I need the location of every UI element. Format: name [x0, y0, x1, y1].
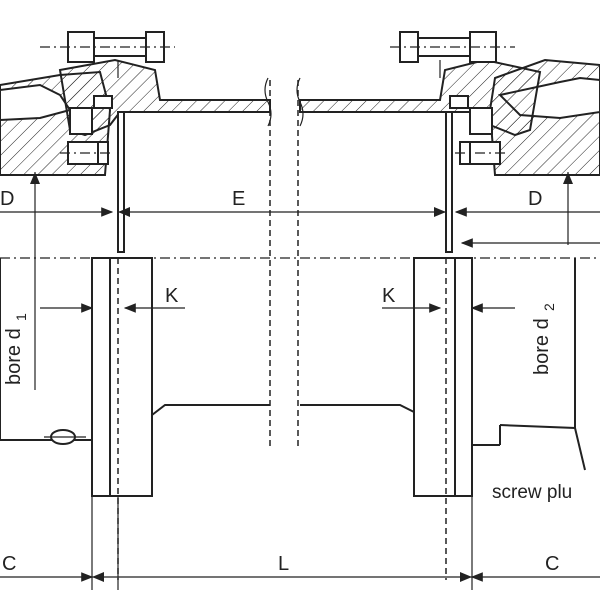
right-bolt: [390, 31, 515, 78]
dim-k-left-label: K: [165, 285, 179, 307]
right-gap-plate: [445, 111, 453, 253]
right-hub-exterior: [413, 257, 473, 497]
screw-plug-label: screw plu: [492, 482, 572, 503]
bore2-label-group: bore d 2: [531, 303, 557, 375]
dim-c-left-label: C: [2, 553, 16, 575]
dim-d-right-label: D: [528, 188, 542, 210]
bore2-sub: 2: [541, 303, 557, 311]
dim-e-label: E: [232, 188, 245, 210]
bore2-label: bore d: [531, 318, 553, 375]
break-line-left: [264, 77, 272, 127]
dim-l-label: L: [278, 553, 289, 575]
left-bolt: [40, 31, 175, 78]
left-shaft-shoulder: [151, 404, 270, 416]
right-seal-lip: [449, 95, 469, 109]
left-hub-exterior: [91, 257, 153, 497]
right-lower-bolt: [455, 141, 505, 165]
dim-k-right-label: K: [382, 285, 396, 307]
bore1-label-group: bore d 1: [3, 313, 29, 385]
left-gap-plate: [117, 111, 125, 253]
dim-c-right-label: C: [545, 553, 559, 575]
bore1-label: bore d: [3, 328, 25, 385]
right-sleeve: [299, 58, 542, 137]
left-seal-lip: [93, 95, 113, 109]
right-seal: [469, 107, 493, 135]
right-shaft-shoulder: [300, 404, 415, 413]
dim-d-left-label: D: [0, 188, 14, 210]
left-seal: [69, 107, 93, 135]
left-lower-bolt: [60, 141, 110, 165]
bore1-sub: 1: [13, 313, 29, 321]
